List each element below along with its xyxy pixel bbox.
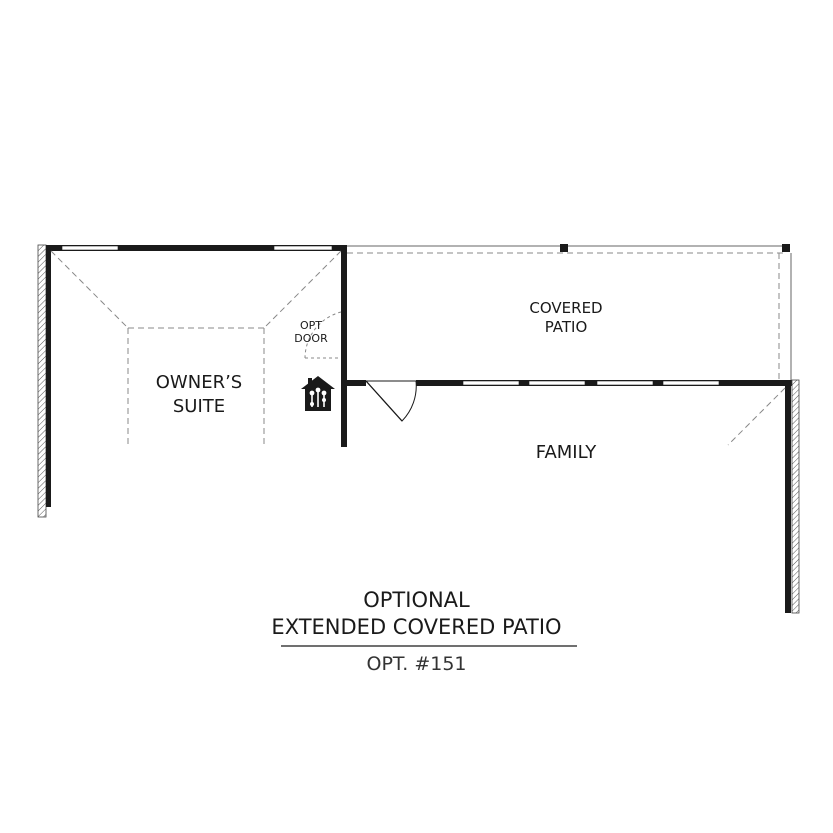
caption-title-line1: OPTIONAL <box>363 588 470 612</box>
right-exterior-wall <box>791 379 800 614</box>
opt-door-label-1: OPT <box>300 319 322 332</box>
covered-patio-label-2: PATIO <box>545 318 588 336</box>
window <box>273 245 333 251</box>
family-ceiling-dash <box>727 387 786 446</box>
family-door-opening <box>366 379 416 387</box>
suite-top-wall <box>46 245 346 251</box>
option-number: OPT. #151 <box>366 653 467 675</box>
right-wall-solid <box>785 380 791 613</box>
caption-title-line2: EXTENDED COVERED PATIO <box>271 615 562 639</box>
family-label: FAMILY <box>536 442 597 463</box>
left-wall-solid <box>46 245 51 507</box>
family-windows <box>462 380 720 386</box>
opt-door-swing <box>304 311 342 359</box>
owners-suite-label-1: OWNER’S <box>156 372 242 393</box>
family-door-swing <box>364 380 417 422</box>
center-wall <box>341 245 347 447</box>
owners-suite-label-2: SUITE <box>173 396 225 417</box>
opt-door-label-2: DOOR <box>294 332 328 345</box>
tray-ceiling-dashes <box>50 250 342 446</box>
left-exterior-wall <box>37 244 47 518</box>
covered-patio-label-1: COVERED <box>529 299 602 317</box>
covered-patio-outline <box>347 244 792 380</box>
window <box>61 245 119 251</box>
smart-home-icon <box>301 376 335 411</box>
